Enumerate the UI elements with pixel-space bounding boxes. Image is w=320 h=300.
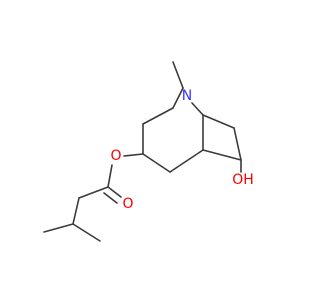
bond-ring-4 bbox=[169, 149, 204, 173]
bond-chain-methyl-b bbox=[72, 223, 101, 242]
bond-bridge-1 bbox=[202, 114, 235, 129]
carbonyl-oxygen-atom-label: O bbox=[122, 196, 133, 212]
bond-n-right-bridgehead bbox=[191, 102, 204, 116]
bond-lines bbox=[43, 61, 242, 242]
bond-carbonyl-double-b bbox=[103, 192, 118, 204]
bond-chain-1 bbox=[78, 186, 109, 199]
bond-chain-2 bbox=[72, 197, 80, 225]
bond-bridge-3 bbox=[202, 149, 242, 161]
chemical-structure-diagram: N O O OH bbox=[43, 61, 254, 242]
bond-o-carbonyl-carbon bbox=[107, 164, 113, 188]
bond-ring-3 bbox=[142, 153, 171, 173]
bond-c-o-ester bbox=[123, 153, 144, 157]
atom-labels: N O O OH bbox=[110, 88, 253, 212]
bond-n-left-bridgehead bbox=[172, 87, 184, 109]
bond-n-methyl bbox=[172, 61, 184, 89]
bond-carbonyl-double-a bbox=[107, 186, 122, 198]
bond-ring-1 bbox=[142, 107, 174, 125]
hydroxyl-group-label: OH bbox=[232, 172, 254, 188]
bond-chain-methyl-a bbox=[43, 223, 74, 233]
bond-bridge-2 bbox=[233, 127, 242, 161]
ester-oxygen-atom-label: O bbox=[110, 148, 121, 164]
nitrogen-atom-label: N bbox=[182, 88, 192, 104]
